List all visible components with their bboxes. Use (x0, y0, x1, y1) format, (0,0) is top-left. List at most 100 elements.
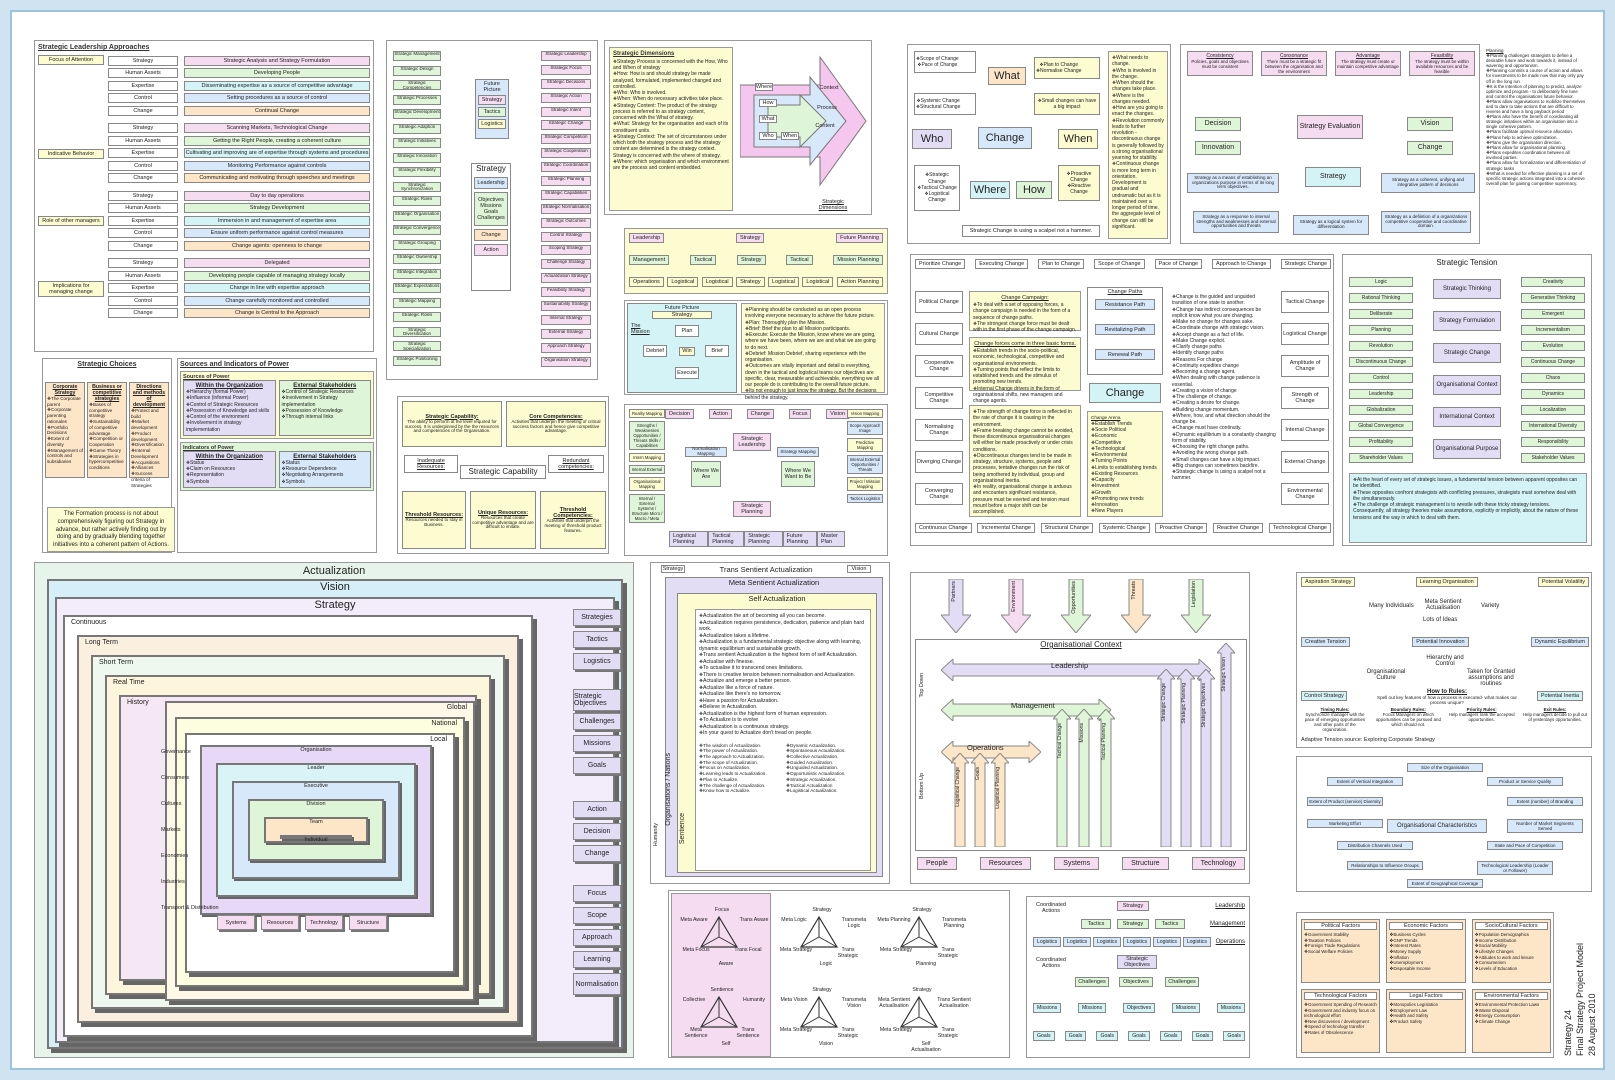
context-top-label: Partners (951, 581, 957, 602)
list-item: Tactical Change (916, 185, 958, 191)
hier-box: Future Planning (782, 531, 818, 547)
change-left-item: Cooperative Change (915, 355, 963, 377)
hier-box: Technology (1191, 857, 1245, 870)
row-key: Human Assets (108, 135, 178, 146)
list-item: Competition or Cooperation (89, 436, 125, 447)
list-item: Consumerism (1475, 960, 1548, 966)
list-item: The challenge of Actualization. (699, 783, 780, 789)
list-item: Control of Strategic Resources (282, 389, 369, 395)
triangle (699, 915, 739, 948)
triangle-label: Transmeta Planning (941, 917, 967, 929)
cap-threshold-res: Threshold Resources:Resources needed to … (402, 491, 466, 549)
list-item: Actualization the art of becoming all yo… (699, 613, 867, 620)
list-item: Actualization requires persistence, dedi… (699, 620, 867, 633)
list-item-right: Strategic Action (541, 92, 591, 103)
list-item: Socio Political (1091, 427, 1159, 433)
coord-goal-box: Goals (1223, 1031, 1245, 1041)
factor-list: Business CyclesGNP TrendsInterest RatesM… (1389, 932, 1462, 971)
factor-title: Technological Factors (1304, 992, 1378, 1000)
hier-box: Future Planning (836, 233, 883, 243)
eval-strategy: Strategy (1305, 167, 1361, 187)
list-item-right: Strategic Intent (541, 106, 591, 117)
hier-box: Action Planning (836, 277, 883, 287)
triangle-label: Humanity (743, 997, 765, 1003)
list-item: Where is the changes needed. (1112, 93, 1164, 106)
dimensions-note: Strategic Dimensions Strategy Process is… (609, 47, 733, 211)
hier-box: Dynamic Equilibrium (1530, 637, 1589, 647)
list-item: Scope of Change (916, 56, 959, 62)
list-item: Clarify change paths (1172, 344, 1276, 350)
factor-box: Technological FactorsGovernment Spending… (1301, 989, 1381, 1053)
list-item: Management of controls and subsidiaries (47, 448, 83, 465)
coord-strategy: Strategy (1117, 901, 1149, 911)
triangle-label: Vision (818, 1041, 834, 1047)
list-item: Big changes can sometimes backfire. (1172, 463, 1276, 469)
context-vert-label: Strategic Planning (1181, 683, 1187, 724)
leadership-group-label: Implications for managing change (38, 280, 104, 297)
eval-top-text: Policies, goals and objectives must be c… (1191, 59, 1249, 69)
eval-top-title: Advantage (1356, 53, 1380, 59)
row-value: Getting the Right People, creating a coh… (184, 135, 370, 146)
hier-box: Potential Volatility (1537, 577, 1589, 587)
list-item: Sustainability of competitive advantage (89, 419, 125, 436)
row-key: Change (108, 240, 178, 251)
row-value: Ensure uniform performance against contr… (184, 228, 370, 238)
list-item-right: Strategic Normalisation (541, 203, 591, 214)
list-item-left: Strategic Competencies (393, 80, 441, 90)
row-value: Continual Change (184, 105, 370, 116)
asp-inertia: Potential Inertia (1537, 691, 1583, 701)
list-item: Structural Change (916, 104, 960, 110)
list-item: Corporate parenting rationales (47, 407, 83, 424)
hier-box: Operations (629, 277, 664, 287)
up-arrow (1075, 709, 1093, 847)
ctx-topdown: Top Down (919, 673, 925, 698)
list-item-right: Strategic Competition (541, 134, 591, 145)
hier-box: Leadership (629, 233, 665, 243)
list-item-left: Strategic Positioning (393, 355, 441, 366)
factor-box: Economic FactorsBusiness CyclesGNP Trend… (1386, 919, 1466, 983)
triangle-label: Focus (714, 907, 730, 913)
triangle-label: Sentience (710, 987, 734, 993)
triangle-label: Meta Logic (781, 917, 807, 923)
coord-logistics-box: Logistics (1152, 937, 1181, 947)
list-item: Status (282, 460, 369, 466)
list-item: Dynamic Actualization. (786, 743, 867, 749)
triangle-label: Trans Sentience (736, 1027, 760, 1039)
list-item-right: Strategic Capabilities (541, 189, 591, 200)
triangle-label: Trans Strategic (837, 1027, 859, 1039)
eval-note-2: Strategy as a coherent, unifying and int… (1381, 173, 1475, 193)
up-arrow (971, 753, 989, 847)
actual-btn: Tactics (573, 631, 621, 648)
list-item: Interest Rates (1389, 943, 1462, 949)
rule-box: Boundary Rules:Focus Managers on which o… (1374, 707, 1442, 732)
list-item: Small changes can have a big impact. (1172, 457, 1276, 463)
poster: Strategic Leadership Approaches Focus of… (10, 10, 1605, 1070)
paths-box: Change Paths Resistance Path Revitalizin… (1087, 287, 1163, 375)
list-item: Market development (131, 419, 167, 430)
change-right-item: Logistical Change (1281, 323, 1329, 345)
rule-title: Exit Rules: (1543, 707, 1567, 712)
asp-howto: How to Rules:Spell out key features of h… (1377, 689, 1517, 705)
choices-title: Strategic Choices (77, 361, 137, 368)
tension-right-item: Dynamics (1521, 389, 1585, 399)
list-item: Have a passion for Actualization. (699, 698, 867, 705)
coord-mission-box: Missions (1077, 1003, 1107, 1013)
asp-variety: Variety (1481, 603, 1500, 609)
hier-box: Vision (826, 409, 849, 419)
list-item: The scope of Actualization. (699, 760, 780, 766)
row-key: Expertise (108, 283, 178, 293)
actual-btn: Strategic Objectives (573, 689, 621, 711)
cap-t1: The ability to perform at the level requ… (404, 418, 500, 434)
operations-arrow (941, 741, 1041, 763)
trans-side-sentience: Sentience (679, 813, 686, 845)
coord-ca2: Coordinated Actions (1031, 955, 1071, 971)
list-item: Establish trends in the socio-political,… (973, 348, 1077, 367)
list-item: Strategic Actualization. (786, 777, 867, 783)
orgchar-node: Relationships to Influence Groups (1347, 861, 1423, 870)
